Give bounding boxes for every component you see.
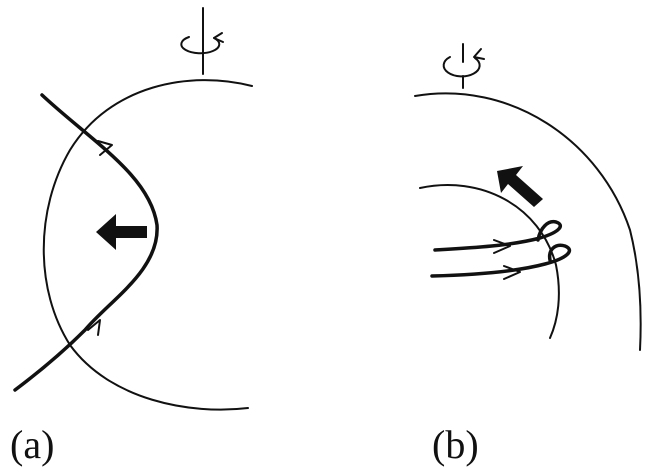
trajectory-arrowhead-lower: [87, 319, 101, 336]
bold-arrow-icon: [96, 214, 147, 250]
trajectory-path-b-upper: [433, 219, 562, 252]
trajectory-b: [430, 219, 572, 280]
trajectory-arrowhead-b-upper: [493, 239, 511, 254]
inner-arc-b: [419, 184, 560, 339]
rotation-arrow-icon: [442, 48, 485, 78]
panel-label-b: (b): [432, 422, 479, 467]
panel-label-a: (a): [10, 422, 54, 467]
trajectory-arrowhead-b-lower: [503, 265, 521, 280]
panel-a: (a): [10, 7, 253, 467]
bold-arrow-icon: [497, 166, 543, 207]
body-circle-a: [42, 79, 253, 411]
trajectory-path-b-lower: [430, 243, 572, 278]
rotation-axis-b: [442, 43, 485, 89]
trajectory-arrowhead-upper: [97, 140, 113, 156]
rotation-axis-a: [180, 7, 224, 75]
trajectory-a: [13, 93, 159, 392]
body-circle-b: [414, 92, 642, 351]
rotation-arrow-icon: [180, 32, 224, 55]
trajectory-path-a: [13, 93, 159, 392]
panel-b: (b): [414, 43, 642, 467]
